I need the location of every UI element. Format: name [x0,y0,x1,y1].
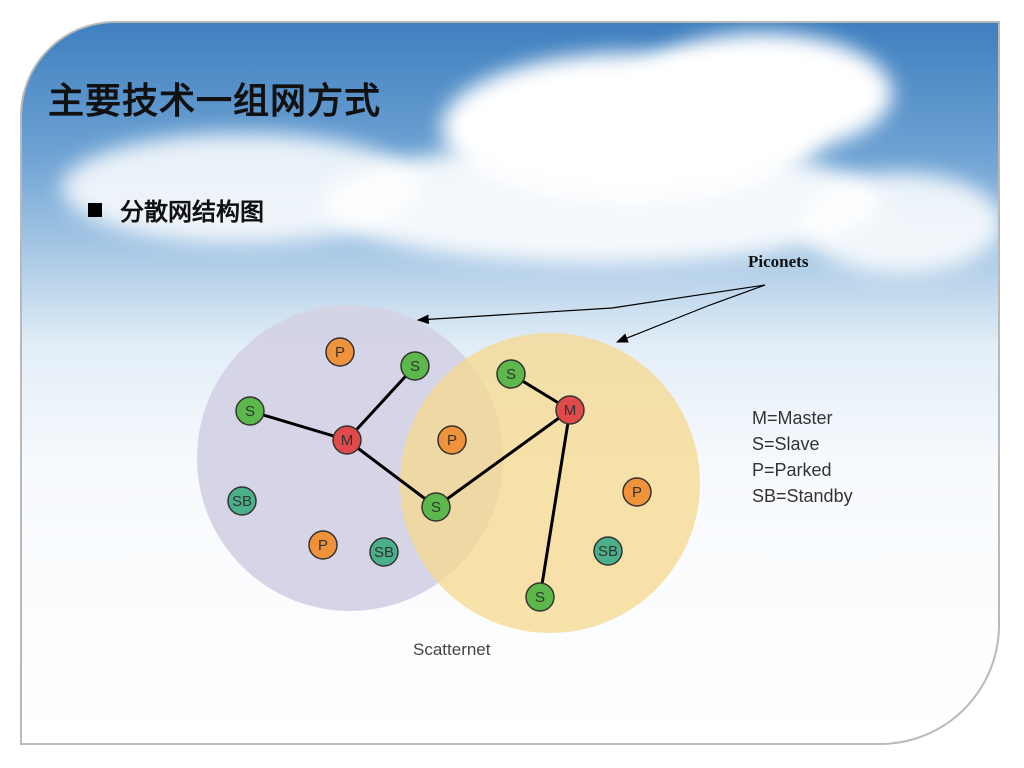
node-label: S [431,499,441,516]
legend: M=Master S=Slave P=Parked SB=Standby [752,408,853,506]
node-parked: P [325,337,355,367]
node-label: P [447,432,457,449]
link-line [345,364,417,442]
node-parked: P [622,477,652,507]
node-master: M [332,425,362,455]
links [249,364,572,598]
legend-slave: S=Slave [752,434,820,454]
node-master: M [555,395,585,425]
node-circle [525,582,555,612]
cloud-decoration [802,173,998,273]
legend-standby: SB=Standby [752,486,853,506]
node-slave: S [525,582,555,612]
link-line [435,408,571,509]
node-label: S [245,403,255,420]
piconets-arrow-left [416,284,766,325]
node-circle [622,477,652,507]
node-circle [235,396,265,426]
node-label: S [506,366,516,383]
node-label: M [341,432,354,449]
node-slave: S [496,359,526,389]
node-standby: SB [369,537,399,567]
link-line [346,438,437,509]
node-label: SB [374,544,394,561]
node-standby: SB [227,486,257,516]
node-slave: S [421,492,451,522]
square-bullet-icon [88,202,102,217]
link-line [249,409,348,442]
piconets-label: Piconets [748,252,809,271]
node-circle [437,425,467,455]
node-circle [593,536,623,566]
node-circle [496,359,526,389]
legend-master: M=Master [752,408,833,428]
node-label: SB [232,493,252,510]
bullet-item: 分散网结构图 [88,192,264,227]
node-label: P [335,344,345,361]
node-label: S [410,358,420,375]
node-circle [400,351,430,381]
cloud-decoration [322,143,882,263]
bullet-text: 分散网结构图 [120,198,264,226]
node-circle [332,425,362,455]
node-label: S [535,589,545,606]
node-circle [369,537,399,567]
node-label: SB [598,543,618,560]
node-parked: P [437,425,467,455]
node-circle [555,395,585,425]
node-circle [308,530,338,560]
node-label: P [318,537,328,554]
piconets-arrow-right [615,284,766,343]
node-label: P [632,484,642,501]
nodes: P S S M P SB P SB S S M P SB S [227,337,652,612]
cloud-decoration [632,33,892,153]
scatternet-label: Scatternet [413,640,491,659]
node-slave: S [400,351,430,381]
slide-frame [20,21,1000,745]
node-label: M [564,402,577,419]
node-parked: P [308,530,338,560]
node-circle [227,486,257,516]
right-piconet-circle [400,333,700,633]
slide-title: 主要技术一组网方式 [48,81,382,122]
node-slave: S [235,396,265,426]
node-circle [325,337,355,367]
legend-parked: P=Parked [752,460,832,480]
node-standby: SB [593,536,623,566]
link-line [538,409,572,598]
node-circle [421,492,451,522]
